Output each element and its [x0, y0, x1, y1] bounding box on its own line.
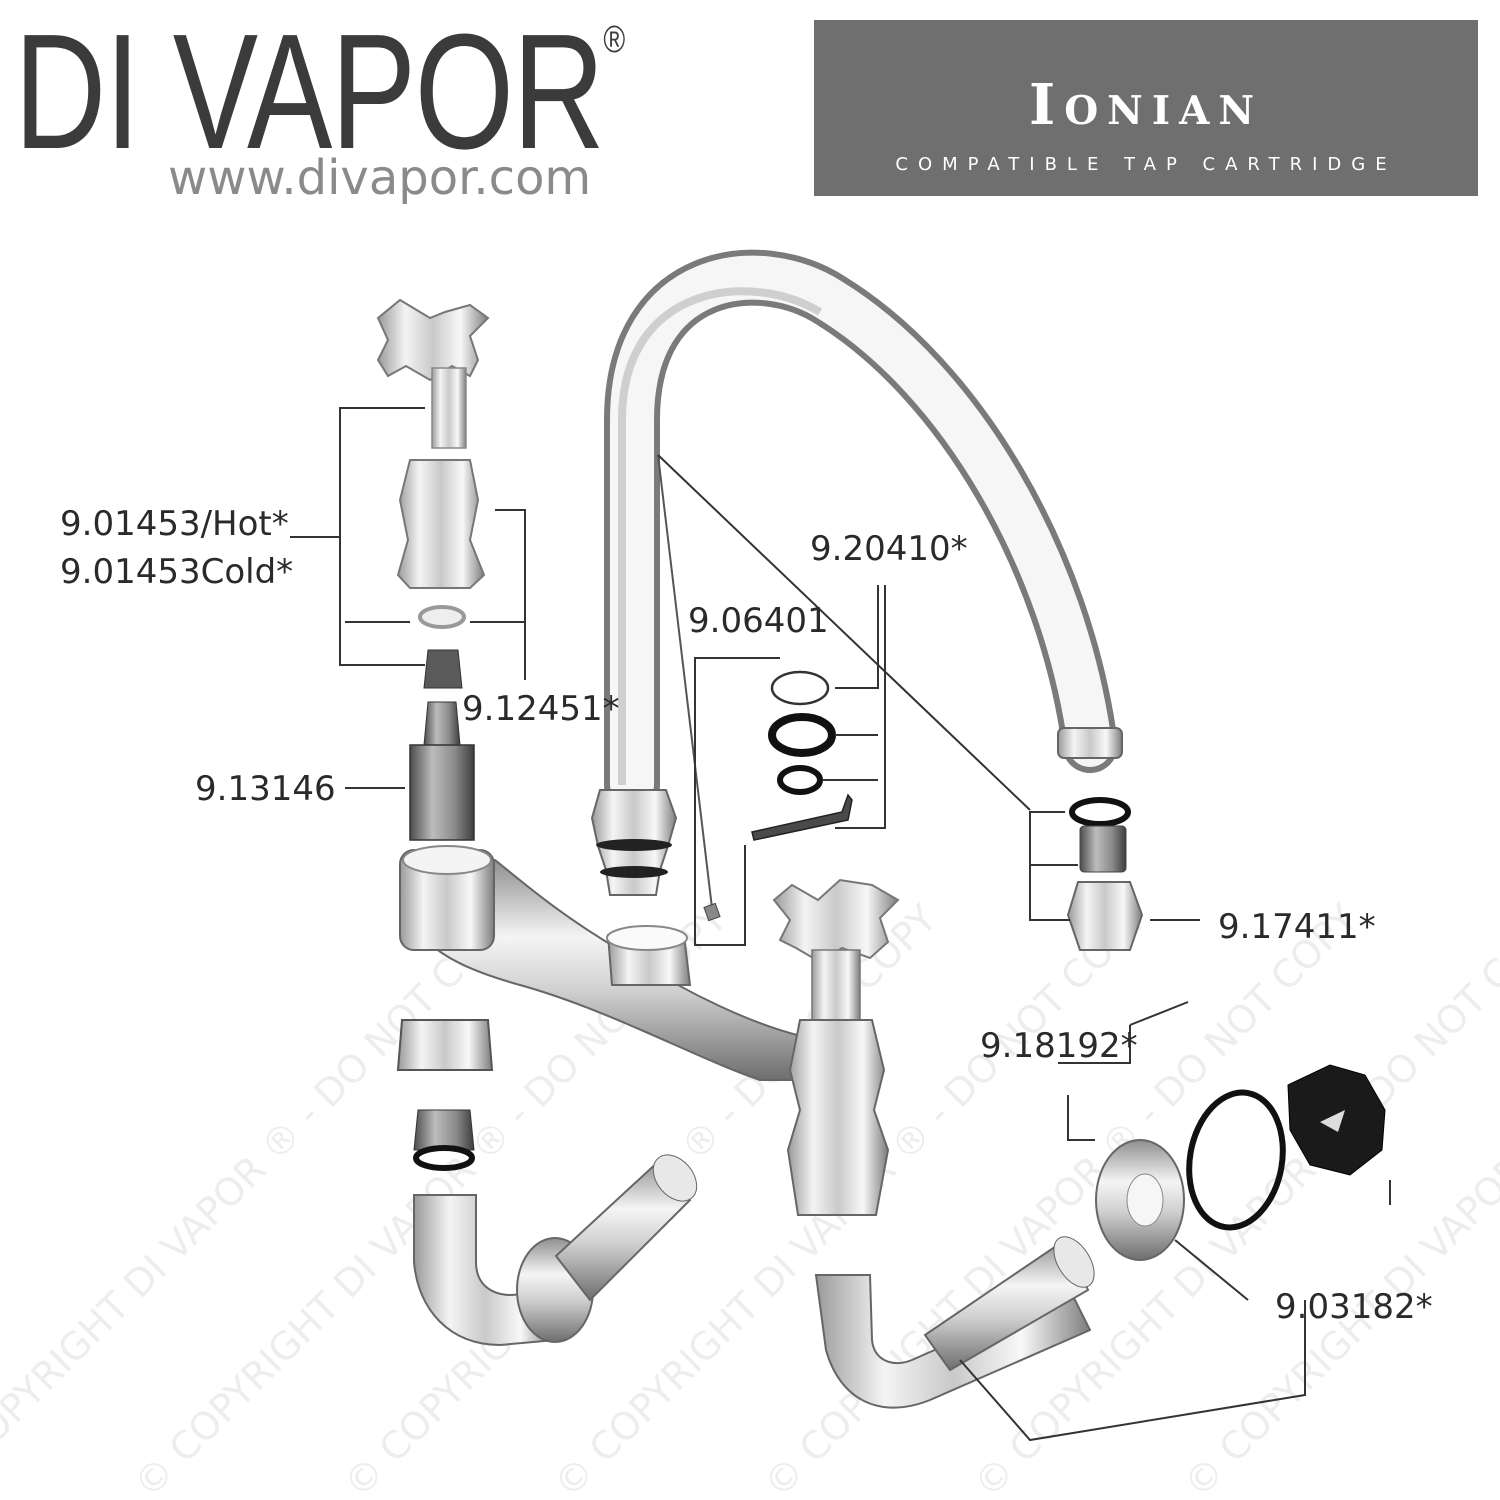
spout-seal-thin-oring — [770, 670, 830, 706]
label-handle-hot: 9.01453/Hot* — [60, 504, 289, 544]
left-tail-oring — [413, 1145, 475, 1171]
left-shroud — [396, 459, 486, 589]
bridge-body — [399, 845, 821, 1081]
left-inlet-elbow — [413, 1154, 698, 1347]
leader-lines — [290, 407, 1391, 1442]
right-valve-assembly — [772, 878, 900, 1216]
left-small-washer — [418, 605, 466, 629]
copyright-watermark: © COPYRIGHT DI VAPOR ® - DO NOT COPY © C… — [0, 896, 1500, 1500]
model-name: Ionian — [1029, 72, 1263, 138]
watermark-line-7: © COPYRIGHT DI VAPOR ® - DO NOT COPY — [1175, 896, 1500, 1500]
left-tail-adapter — [413, 1109, 475, 1151]
aerator-oring — [1069, 797, 1131, 827]
brand-name: DI VAPOR — [14, 0, 605, 183]
registered-mark: ® — [603, 19, 626, 61]
left-spindle-adapter — [423, 649, 463, 689]
label-aerator: 9.17411* — [1218, 907, 1376, 947]
spout-seal-thick-oring — [768, 713, 836, 757]
allen-key-icon — [751, 793, 853, 841]
model-banner: Ionian COMPATIBLE TAP CARTRIDGE — [814, 20, 1478, 196]
gasket-slot — [1320, 1110, 1345, 1132]
grub-screw-pin — [657, 454, 713, 909]
label-cartridge: 9.13146 — [195, 769, 336, 809]
label-spout-seal-kit: 9.06401 — [688, 601, 829, 641]
inlet-seal-oring — [1186, 1089, 1286, 1231]
left-cartridge — [409, 701, 475, 841]
label-washer: 9.12451* — [462, 689, 620, 729]
brand-logo: DI VAPOR® — [14, 10, 625, 174]
inlet-flange-bore — [1126, 1173, 1164, 1227]
banner-subtitle: COMPATIBLE TAP CARTRIDGE — [895, 154, 1397, 175]
site-url[interactable]: www.divapor.com — [168, 150, 592, 206]
right-inlet-elbow — [814, 1236, 1095, 1409]
spout — [590, 249, 1123, 896]
label-inlet-connector: 9.03182* — [1275, 1287, 1433, 1327]
grub-screw — [703, 902, 721, 922]
left-cross-handle — [376, 298, 490, 449]
aerator-housing — [1066, 881, 1144, 951]
spout-seal-small-oring — [777, 765, 823, 795]
label-inlet-seal: 9.18192* — [980, 1026, 1138, 1066]
aerator-insert — [1079, 825, 1127, 873]
label-spout: 9.20410* — [810, 529, 968, 569]
label-handle-cold: 9.01453Cold* — [60, 552, 293, 592]
left-backnut — [396, 1019, 494, 1071]
